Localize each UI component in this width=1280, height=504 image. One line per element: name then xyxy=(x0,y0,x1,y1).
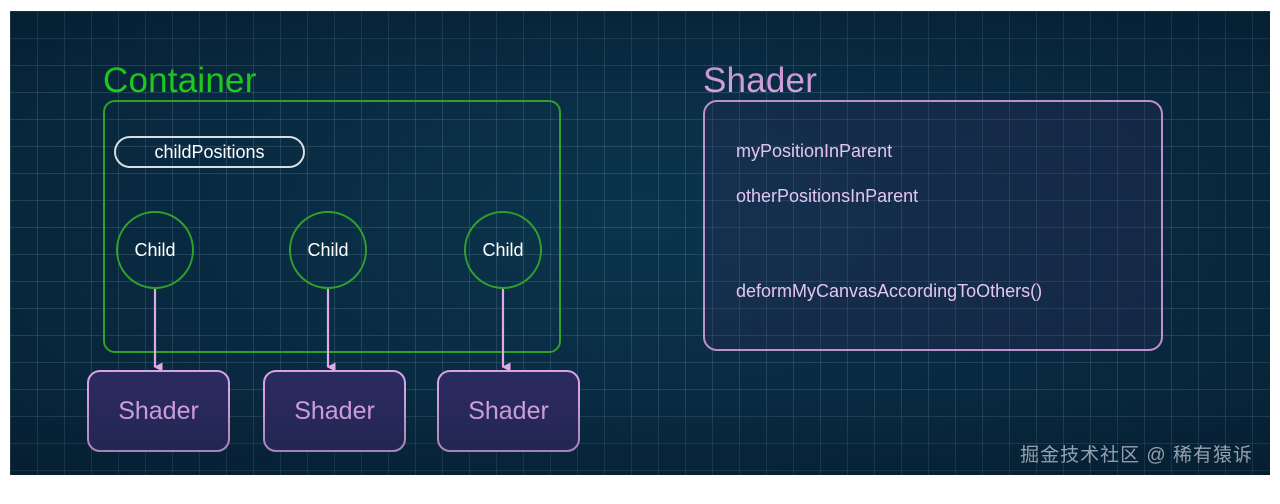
shader-box-1: Shader xyxy=(87,370,230,452)
diagram-layer: Container childPositions Child Child Chi… xyxy=(10,11,1270,475)
child-node-label: Child xyxy=(307,239,349,260)
shader-box-3: Shader xyxy=(437,370,580,452)
child-node-label: Child xyxy=(482,239,524,260)
watermark: 掘金技术社区 @ 稀有猿诉 xyxy=(1020,445,1253,466)
child-node-label: Child xyxy=(134,239,176,260)
shader-panel-line-2: otherPositionsInParent xyxy=(736,186,919,206)
child-positions-label: childPositions xyxy=(154,141,265,162)
shader-title: Shader xyxy=(703,61,818,100)
shader-panel-line-3: deformMyCanvasAccordingToOthers() xyxy=(736,281,1043,301)
shader-panel-line-1: myPositionInParent xyxy=(736,141,893,161)
child-node-2: Child xyxy=(289,211,367,289)
arrow-connectors xyxy=(153,289,511,372)
child-node-3: Child xyxy=(464,211,542,289)
shader-box-label: Shader xyxy=(468,396,549,425)
shader-detail-panel: myPositionInParent otherPositionsInParen… xyxy=(703,100,1163,351)
shader-box-label: Shader xyxy=(294,396,375,425)
shader-box-2: Shader xyxy=(263,370,406,452)
container-group-box xyxy=(103,100,561,353)
container-title: Container xyxy=(103,61,257,100)
shader-box-label: Shader xyxy=(118,396,199,425)
child-node-1: Child xyxy=(116,211,194,289)
child-positions-pill: childPositions xyxy=(114,136,305,168)
blueprint-board: Container childPositions Child Child Chi… xyxy=(10,11,1270,475)
